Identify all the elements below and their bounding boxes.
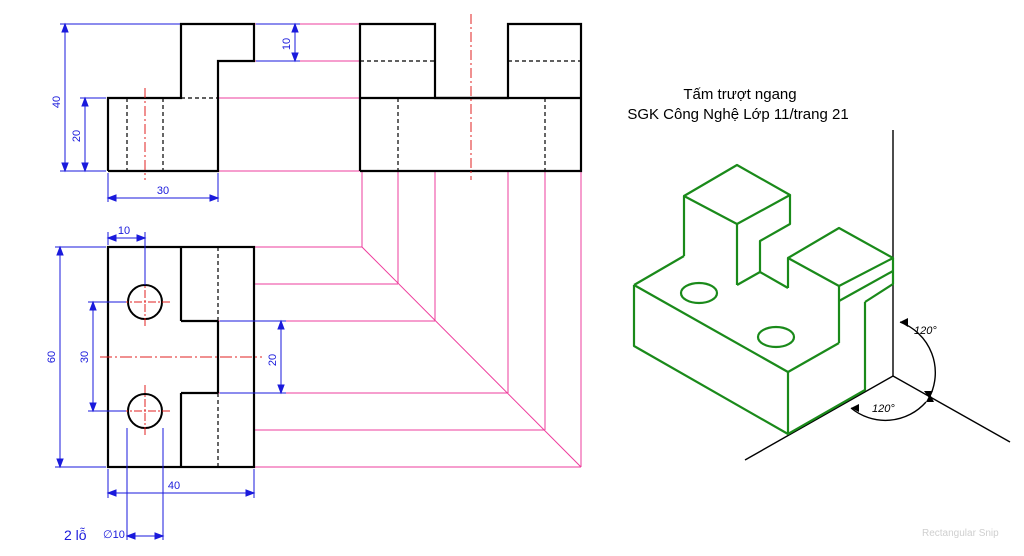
dim-top-width: 40: [168, 480, 180, 492]
isometric-axes: [744, 130, 1011, 461]
dim-slot-width: 20: [267, 354, 279, 366]
isometric-block: [632, 163, 895, 436]
front-view: [106, 22, 256, 180]
angle-label-lower: 120°: [872, 403, 895, 415]
dim-front-height: 40: [51, 96, 63, 108]
dim-hole-spacing: 30: [79, 351, 91, 363]
title-line-2: SGK Công Nghệ Lớp 11/trang 21: [627, 106, 848, 123]
title-line-1: Tấm trượt ngang: [683, 86, 796, 103]
projection-lines: [218, 23, 582, 468]
angle-label-upper: 120°: [914, 325, 937, 337]
dimension-lines: [55, 22, 300, 540]
angle-arrows: [851, 318, 934, 412]
watermark-text: Rectangular Snip: [922, 528, 999, 539]
dim-step: 10: [281, 38, 293, 50]
dim-front-width: 30: [157, 185, 169, 197]
side-view: [358, 14, 583, 180]
dim-front-base: 20: [71, 130, 83, 142]
top-view: [100, 245, 262, 469]
hole-note-diameter: ∅10: [103, 529, 125, 541]
hole-note-prefix: 2 lỗ: [64, 527, 87, 543]
dim-top-depth: 60: [46, 351, 58, 363]
dim-top-offset: 10: [118, 225, 130, 237]
